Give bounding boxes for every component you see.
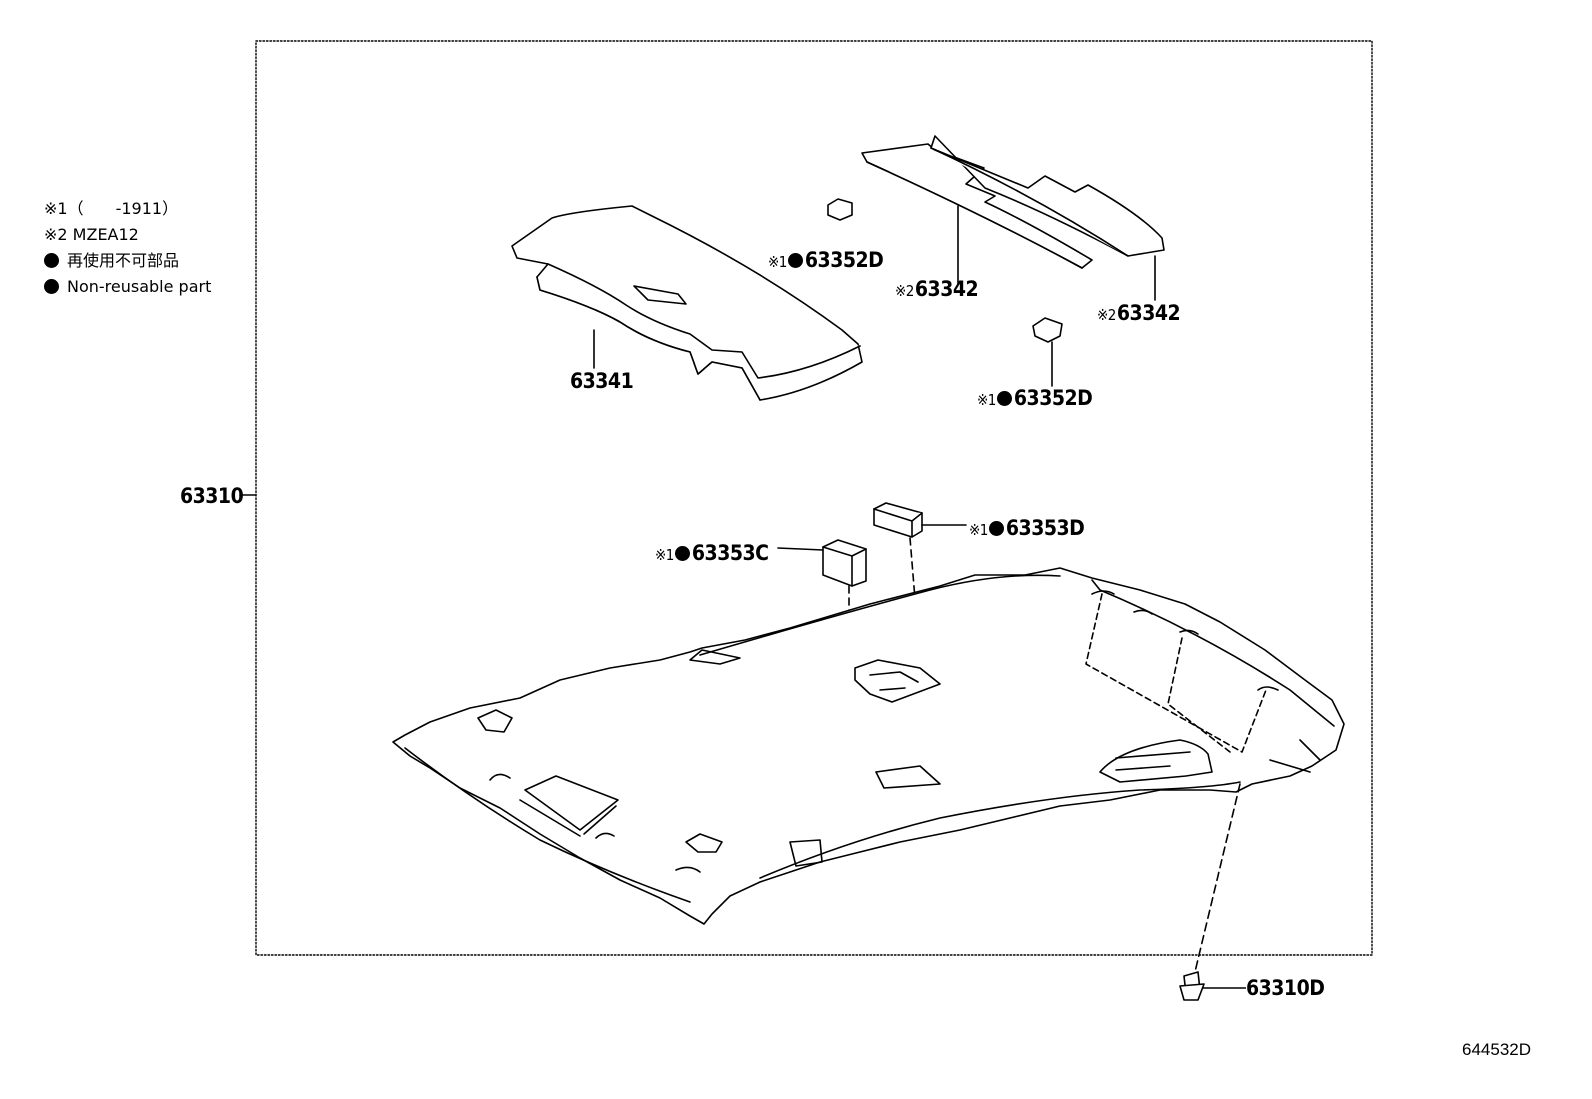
nonreusable-dot-icon — [44, 279, 59, 294]
callout-pad-63352d-top[interactable]: ※1 63352D — [768, 248, 884, 274]
part-number: 63352D — [1013, 386, 1093, 410]
legend-note-1: ※1（ -1911） — [44, 199, 179, 218]
part-number: 63353D — [1005, 516, 1085, 540]
legend-nonreusable-en: Non-reusable part — [44, 274, 211, 300]
nonreusable-dot-icon — [787, 253, 803, 268]
note-mark: ※1 — [655, 546, 674, 564]
legend-note-2: ※2 MZEA12 — [44, 225, 139, 244]
nonreusable-dot-icon — [988, 521, 1004, 536]
headliner-63310-drawing — [392, 567, 1345, 977]
part-number: 63342 — [914, 277, 979, 301]
clip-63310d-drawing — [1179, 971, 1205, 1001]
block-63353c-drawing — [822, 539, 867, 587]
note-mark: ※1 — [768, 253, 787, 271]
clip-leader-line — [1202, 987, 1246, 989]
legend: ※1（ -1911） ※2 MZEA12 再使用不可部品 Non-reusabl… — [44, 196, 211, 300]
part-number: 63353C — [691, 541, 769, 565]
block-63353d-drawing — [873, 502, 923, 538]
pad-63341-drawing — [511, 205, 863, 401]
diagram-frame — [255, 40, 1373, 956]
callout-block-63353d[interactable]: ※1 63353D — [969, 516, 1085, 542]
callout-pad-63341[interactable]: 63341 — [570, 369, 634, 393]
callout-clip-63310d[interactable]: 63310D — [1246, 976, 1325, 1000]
nonreusable-en-label: Non-reusable part — [67, 277, 212, 296]
note-mark: ※1 — [977, 391, 996, 409]
pad-63352d-top-drawing — [827, 198, 853, 221]
pad-63352d-bottom-drawing — [1032, 317, 1063, 343]
part-number: 63352D — [804, 248, 884, 272]
callout-pad-63342-left[interactable]: ※263342 — [895, 277, 979, 303]
nonreusable-dot-icon — [674, 546, 690, 561]
legend-nonreusable-jp: 再使用不可部品 — [44, 248, 211, 274]
note-mark: ※2 — [895, 282, 914, 300]
callout-pad-63352d-bottom[interactable]: ※1 63352D — [977, 386, 1093, 412]
part-number: 63342 — [1116, 301, 1181, 325]
nonreusable-dot-icon — [44, 253, 59, 268]
pad-63342-drawing — [861, 135, 1165, 301]
callout-headliner[interactable]: 63310 — [180, 484, 244, 508]
note-mark: ※2 — [1097, 306, 1116, 324]
nonreusable-jp-label: 再使用不可部品 — [67, 251, 180, 270]
nonreusable-dot-icon — [996, 391, 1012, 406]
callout-pad-63342-right[interactable]: ※263342 — [1097, 301, 1181, 327]
callout-block-63353c[interactable]: ※1 63353C — [655, 541, 769, 567]
note-mark: ※1 — [969, 521, 988, 539]
drawing-code: 644532D — [1462, 1040, 1532, 1059]
